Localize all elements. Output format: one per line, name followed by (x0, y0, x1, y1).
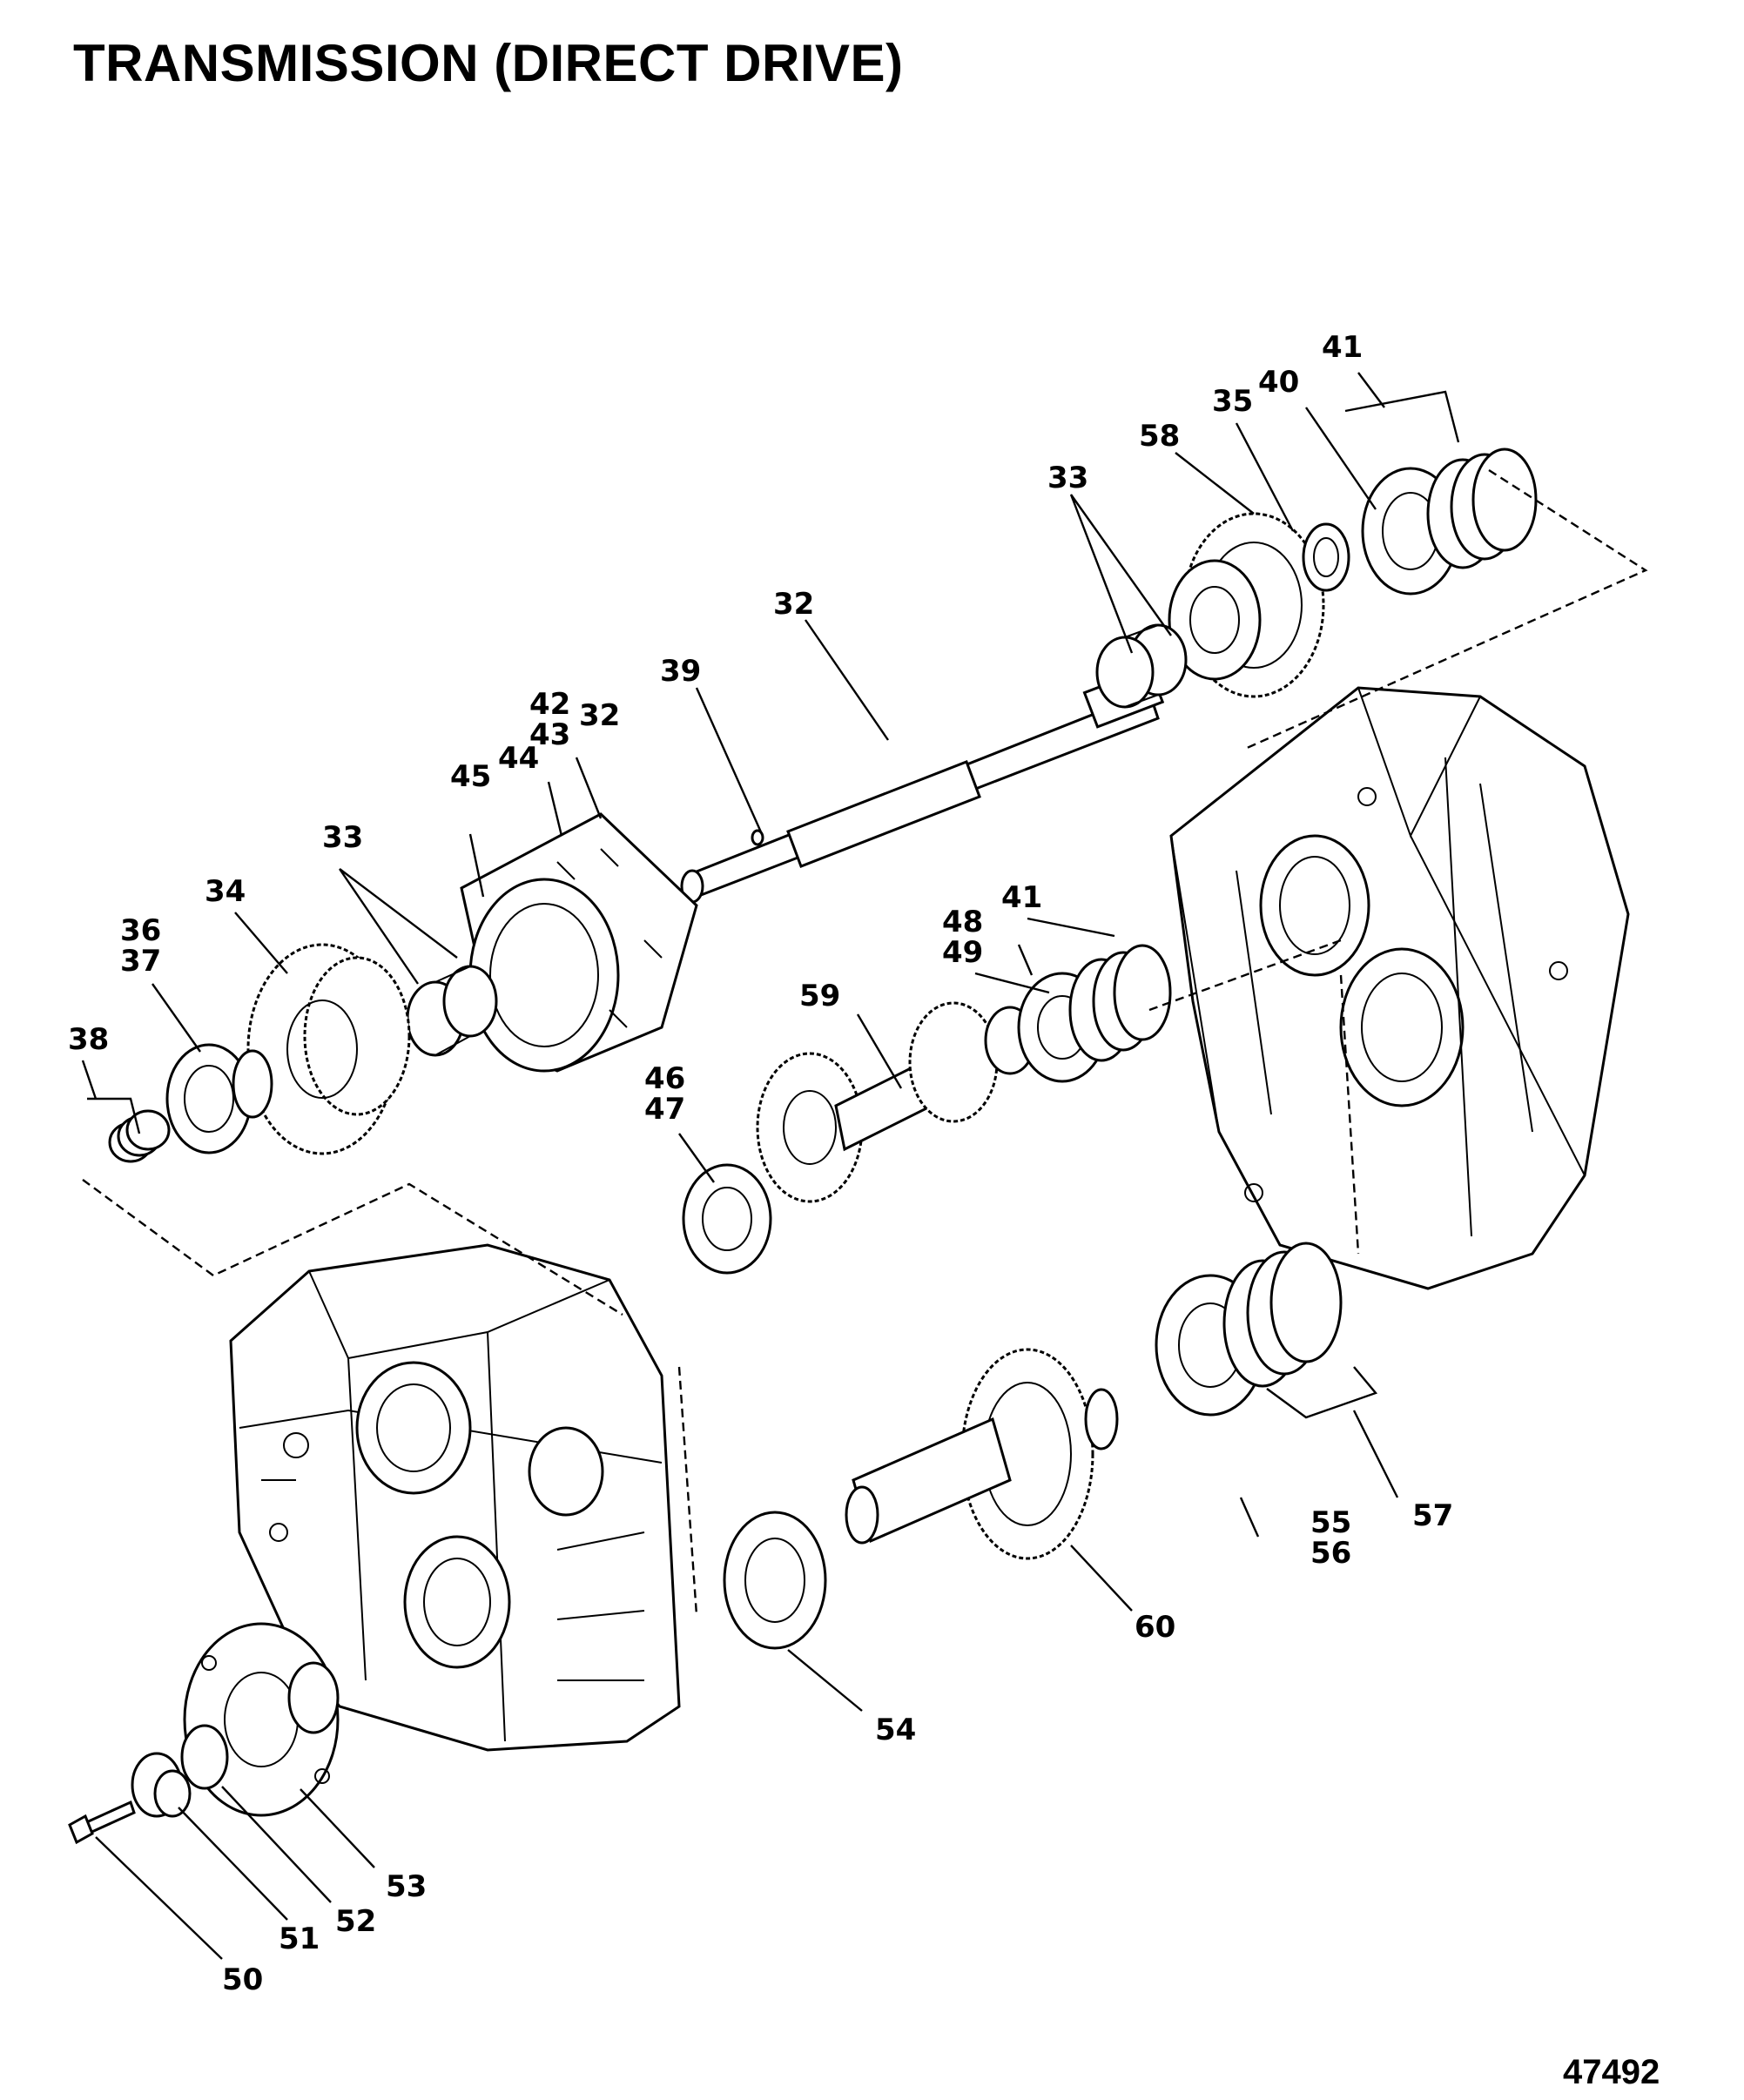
label-46: 46 (644, 1061, 685, 1096)
label-54: 54 (875, 1713, 916, 1747)
transmission-case-rear (229, 1243, 681, 1752)
gear-59 (756, 1001, 1036, 1203)
bearing-36-37 (165, 1043, 273, 1154)
label-41-upper: 41 (1322, 330, 1363, 365)
label-32-housing: 32 (579, 698, 620, 733)
label-50: 50 (222, 1962, 263, 1997)
label-40: 40 (1258, 365, 1299, 400)
needle-bearing-33-lower (406, 965, 498, 1057)
label-59: 59 (799, 979, 840, 1013)
label-55: 55 (1310, 1505, 1351, 1540)
label-48: 48 (942, 905, 983, 939)
bolt-50 (68, 1800, 136, 1845)
label-36: 36 (120, 913, 161, 948)
label-49: 49 (942, 935, 983, 970)
bearing-55-56-57 (1155, 1242, 1343, 1417)
label-56: 56 (1310, 1536, 1351, 1571)
output-gear-60 (845, 1348, 1119, 1560)
washer-51 (131, 1752, 192, 1818)
label-32-shaft: 32 (773, 587, 814, 622)
callout-labels: 41 40 35 58 33 32 39 42 43 32 44 45 33 3… (68, 330, 1453, 1997)
label-39: 39 (660, 654, 701, 689)
clutch-housing-45 (460, 812, 698, 1073)
transmission-case-front (1169, 686, 1630, 1290)
label-47: 47 (644, 1092, 685, 1127)
label-57: 57 (1412, 1498, 1453, 1533)
label-37: 37 (120, 944, 161, 979)
label-52: 52 (335, 1904, 376, 1939)
o-ring-52 (180, 1724, 229, 1790)
gear-34 (246, 943, 411, 1155)
label-60: 60 (1135, 1610, 1175, 1645)
leader-lines (81, 372, 1648, 1960)
diagram-title: TRANSMISSION (DIRECT DRIVE) (73, 34, 904, 92)
label-33-lower: 33 (322, 820, 363, 855)
label-34: 34 (205, 874, 246, 909)
label-42: 42 (529, 687, 570, 722)
needle-bearing-33-upper (1095, 623, 1188, 709)
bearing-54 (723, 1511, 827, 1650)
label-51: 51 (279, 1922, 320, 1956)
label-53: 53 (386, 1869, 427, 1904)
bearing-40-41-upper (1361, 448, 1538, 596)
label-41-middle: 41 (1001, 880, 1042, 915)
input-shaft-32 (680, 666, 1165, 904)
bearing-48-49 (1017, 944, 1172, 1083)
thrust-washer-35 (1302, 522, 1350, 592)
label-58: 58 (1139, 419, 1180, 454)
label-33-upper: 33 (1047, 461, 1088, 495)
label-44: 44 (498, 741, 539, 776)
figure-number: 47492 (1563, 2053, 1660, 2091)
shim-38 (108, 1109, 171, 1163)
bearing-46-47 (682, 1163, 772, 1275)
label-45: 45 (450, 759, 491, 794)
gear-58 (1168, 512, 1325, 698)
label-43: 43 (529, 717, 570, 752)
label-38: 38 (68, 1022, 109, 1057)
label-35: 35 (1212, 384, 1253, 419)
